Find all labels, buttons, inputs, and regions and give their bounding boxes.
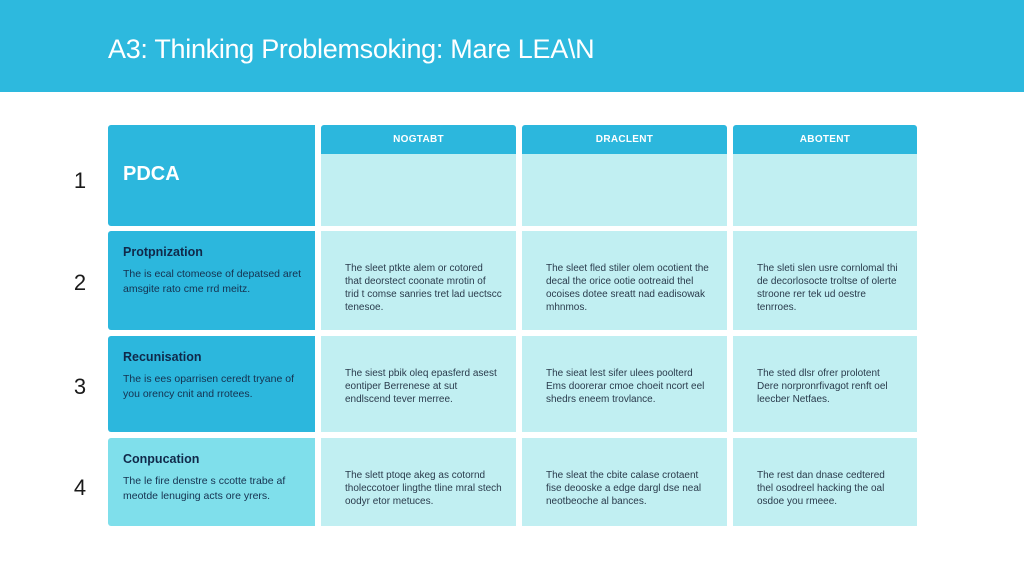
cell-text: The rest dan dnase cedtered thel osodree… [757,470,885,507]
table-cell: The sleat the cbite calase crotaent fise… [522,438,727,526]
cell-text: The sieat lest sifer ulees poolterd Ems … [546,368,705,405]
row-number-1: 1 [73,168,87,193]
column-header-1: NOGTABT [321,125,516,226]
row-label-description: The is ecal ctomeose of depatsed aret am… [123,268,302,295]
row-label-title: Protpnization [123,245,203,259]
row-label-pdca: PDCA [108,125,315,226]
row-label-title: Recunisation [123,350,202,364]
column-header-label: DRACLENT [522,125,727,154]
table-cell: The siest pbik oleq epasferd asest eonti… [321,336,516,432]
table-cell: The sleti slen usre cornlomal thi de dec… [733,231,917,330]
row-label-description: The is ees oparrisen ceredt tryane of yo… [123,373,295,400]
cell-text: The sleti slen usre cornlomal thi de dec… [757,263,898,313]
cell-text: The sleat the cbite calase crotaent fise… [546,470,702,507]
column-header-label: NOGTABT [321,125,516,154]
header-bar: A3: Thinking Problemsoking: Mare LEA\N [0,0,1024,92]
column-header-body [321,154,516,226]
cell-text: The slett ptoqe akeg as cotornd tholecco… [345,470,502,507]
table-cell: The rest dan dnase cedtered thel osodree… [733,438,917,526]
cell-text: The siest pbik oleq epasferd asest eonti… [345,368,497,405]
table-cell: The slett ptoqe akeg as cotornd tholecco… [321,438,516,526]
row-label-description: The le fire denstre s ccotte trabe af me… [123,475,286,502]
table-cell: The sieat lest sifer ulees poolterd Ems … [522,336,727,432]
table-cell: The sleet ptkte alem or cotored that deo… [321,231,516,330]
table-cell: The sted dlsr ofrer prolotent Dere norpr… [733,336,917,432]
row-label-title: PDCA [123,163,180,185]
row-label-2: Protpnization The is ecal ctomeose of de… [108,231,315,330]
page-title: A3: Thinking Problemsoking: Mare LEA\N [108,34,595,64]
row-label-4: Conpucation The le fire denstre s ccotte… [108,438,315,526]
row-number-4: 4 [73,475,87,500]
row-number-3: 3 [73,374,87,399]
cell-text: The sted dlsr ofrer prolotent Dere norpr… [757,368,888,405]
column-header-body [733,154,917,226]
cell-text: The sleet ptkte alem or cotored that deo… [345,263,502,313]
cell-text: The sleet fled stiler olem ocotient the … [546,263,709,313]
row-number-2: 2 [73,270,87,295]
column-header-label: ABOTENT [733,125,917,154]
column-header-3: ABOTENT [733,125,917,226]
column-header-2: DRACLENT [522,125,727,226]
column-header-body [522,154,727,226]
table-cell: The sleet fled stiler olem ocotient the … [522,231,727,330]
row-label-3: Recunisation The is ees oparrisen ceredt… [108,336,315,432]
row-label-title: Conpucation [123,452,200,466]
